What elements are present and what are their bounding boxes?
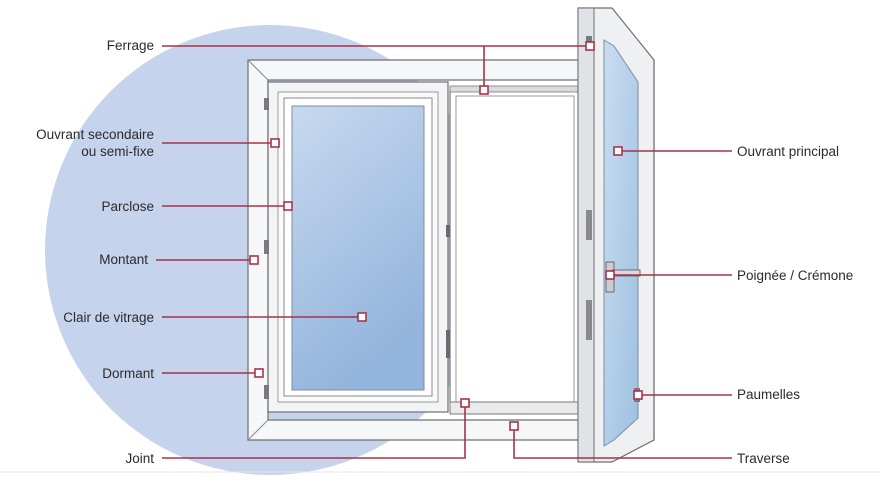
window-opening	[449, 89, 581, 411]
label-parclose: Parclose	[101, 199, 154, 214]
glass-pane-secondary	[291, 105, 425, 391]
frame-bevel	[247, 59, 269, 81]
fitting-icon	[446, 330, 450, 358]
label-montant: Montant	[99, 252, 148, 267]
label-paumelles: Paumelles	[737, 387, 801, 402]
leader-ouvrant-principal-marker	[613, 146, 623, 156]
ferrage-bar	[449, 85, 581, 93]
label-clair-de-vitrage: Clair de vitrage	[63, 310, 154, 325]
leader-poignee-marker	[605, 270, 615, 280]
leader-clair-de-vitrage-marker	[357, 312, 367, 322]
hinge-icon	[264, 385, 269, 399]
label-ouvrant-secondaire-line1: Ouvrant secondaire	[36, 127, 154, 142]
leader-traverse	[513, 426, 732, 459]
label-poignee-cremone: Poignée / Crémone	[737, 268, 854, 283]
hinge-icon	[264, 240, 269, 254]
leader-montant-marker	[249, 255, 259, 265]
fitting-icon	[586, 210, 592, 240]
leader-paumelles-marker	[633, 390, 643, 400]
fitting-icon	[586, 300, 592, 340]
leader-traverse-marker	[509, 421, 519, 431]
hinge-icon	[264, 98, 269, 110]
label-ferrage: Ferrage	[106, 38, 154, 53]
label-ouvrant-secondaire-line2: ou semi-fixe	[81, 144, 154, 159]
leader-lines	[156, 41, 732, 459]
frame-bevel	[247, 419, 269, 441]
leader-joint	[162, 403, 466, 459]
label-traverse: Traverse	[737, 451, 790, 466]
fitting-icon	[446, 225, 450, 237]
label-dormant: Dormant	[102, 366, 154, 381]
label-ouvrant-principal: Ouvrant principal	[737, 144, 840, 159]
leader-parclose-marker	[283, 201, 293, 211]
leader-dormant-marker	[254, 368, 264, 378]
leader-ferrage-branch-marker	[479, 85, 489, 95]
leader-joint-marker	[460, 398, 470, 408]
main-sash-glass	[603, 39, 639, 447]
leader-ferrage-marker	[585, 41, 595, 51]
label-joint: Joint	[125, 451, 154, 466]
leader-ouvrant-secondaire-marker	[270, 138, 280, 148]
